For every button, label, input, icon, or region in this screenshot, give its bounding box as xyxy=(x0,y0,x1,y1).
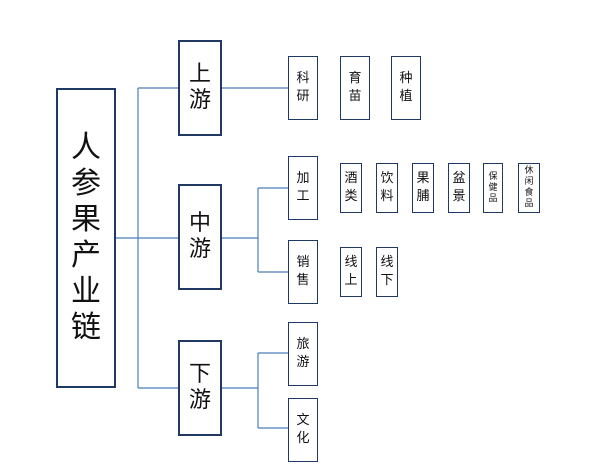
node-online: 线上 xyxy=(340,247,362,297)
node-research-label: 科研 xyxy=(296,71,310,104)
node-tourism-label: 旅游 xyxy=(296,337,310,370)
stage-upstream-label: 上游 xyxy=(188,62,211,113)
stage-downstream-label: 下游 xyxy=(188,362,211,413)
root-label: 人参果产业链 xyxy=(71,130,101,345)
node-health-label: 保健品 xyxy=(488,171,498,204)
stage-midstream-label: 中游 xyxy=(188,211,211,262)
stage-downstream: 下游 xyxy=(178,340,222,436)
stage-midstream: 中游 xyxy=(178,184,222,290)
node-breeding-label: 育苗 xyxy=(348,71,362,104)
node-offline: 线下 xyxy=(376,247,398,297)
node-planting-label: 种植 xyxy=(399,71,413,104)
node-sales-label: 销售 xyxy=(296,255,310,288)
node-beverage: 饮料 xyxy=(376,163,398,213)
node-health: 保健品 xyxy=(483,163,503,213)
node-beverage-label: 饮料 xyxy=(380,171,394,204)
node-breeding: 育苗 xyxy=(340,56,370,120)
node-culture-label: 文化 xyxy=(296,413,310,446)
node-bonsai: 盆景 xyxy=(448,163,470,213)
node-preserved-label: 果脯 xyxy=(416,171,430,204)
node-tourism: 旅游 xyxy=(288,322,318,386)
node-preserved: 果脯 xyxy=(412,163,434,213)
node-wine: 酒类 xyxy=(340,163,362,213)
node-online-label: 线上 xyxy=(344,255,358,288)
node-wine-label: 酒类 xyxy=(344,171,358,204)
node-bonsai-label: 盆景 xyxy=(452,171,466,204)
node-snack-label: 休闲食品 xyxy=(524,166,534,209)
node-offline-label: 线下 xyxy=(380,255,394,288)
stage-upstream: 上游 xyxy=(178,40,222,136)
node-sales: 销售 xyxy=(288,240,318,304)
node-processing: 加工 xyxy=(288,156,318,220)
root-node: 人参果产业链 xyxy=(56,88,116,388)
node-processing-label: 加工 xyxy=(296,171,310,204)
node-culture: 文化 xyxy=(288,398,318,462)
node-research: 科研 xyxy=(288,56,318,120)
node-snack: 休闲食品 xyxy=(518,163,540,213)
node-planting: 种植 xyxy=(391,56,421,120)
